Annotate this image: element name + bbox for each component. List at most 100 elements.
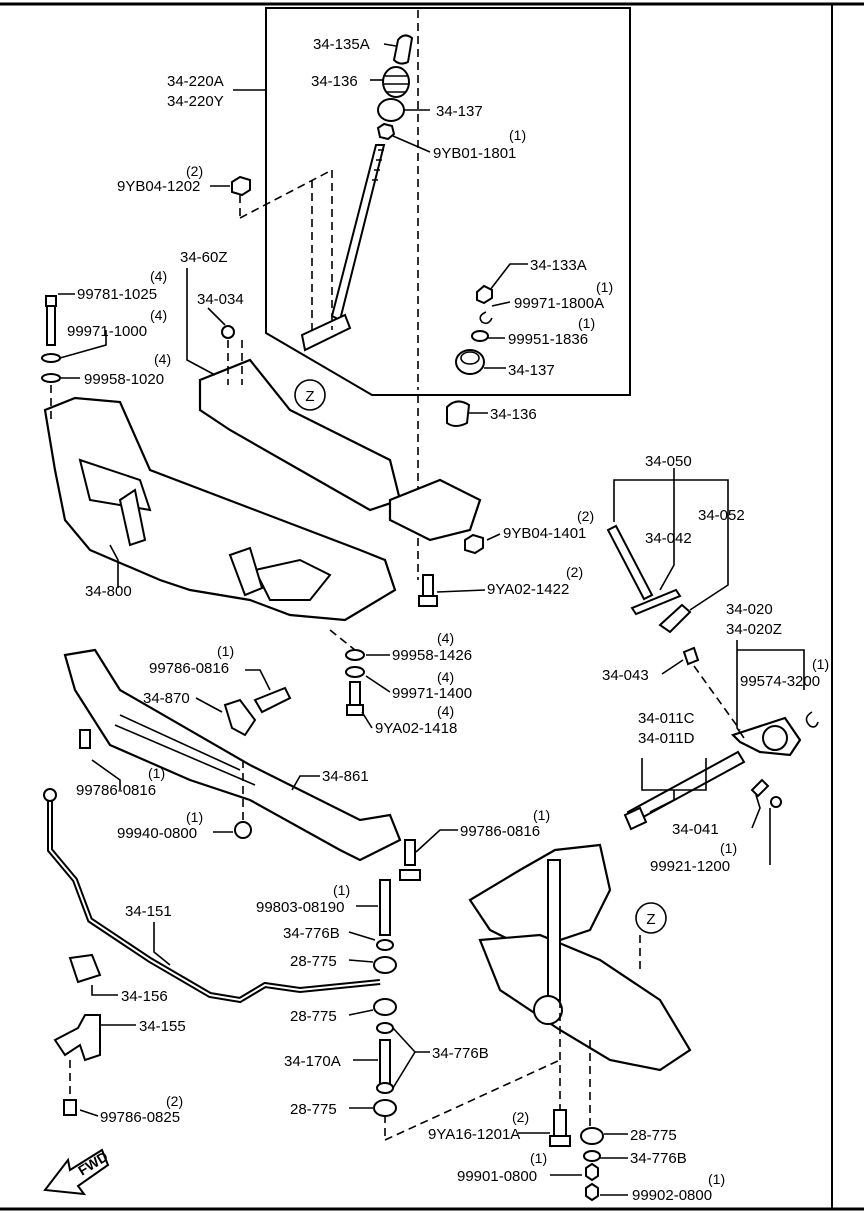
label-99786-0816b: 99786-0816 xyxy=(76,782,156,799)
shift-rod-assembly xyxy=(606,524,819,831)
shift-boot-lower-part xyxy=(446,400,471,427)
label-99921-1200: 99921-1200 xyxy=(650,858,730,875)
label-34-034: 34-034 xyxy=(197,291,244,308)
knuckle-body xyxy=(478,933,692,1072)
label-9yb04-1401: 9YB04-1401 xyxy=(503,525,586,542)
rear-crossmember-bracket xyxy=(198,358,402,512)
lower-crossmember-fasteners xyxy=(329,629,365,716)
nut-9yb04-1202-part xyxy=(231,175,251,197)
label-34-133a: 34-133A xyxy=(530,257,587,274)
label-9ya02-1418: 9YA02-1418 xyxy=(375,720,457,737)
label-99951-1836: 99951-1836 xyxy=(508,331,588,348)
svg-text:(1): (1) xyxy=(720,840,737,856)
stabilizer-bar-assembly xyxy=(43,788,381,1116)
label-34-043: 34-043 xyxy=(602,667,649,684)
label-9ya16-1201a: 9YA16-1201A xyxy=(428,1126,520,1143)
nut-9yb04-1401-part xyxy=(464,533,484,555)
label-34-041: 34-041 xyxy=(672,821,719,838)
label-34-011d: 34-011D xyxy=(638,730,695,747)
label-34-020z: 34-020Z xyxy=(726,621,782,638)
svg-text:(2): (2) xyxy=(186,163,203,179)
svg-text:(4): (4) xyxy=(437,669,454,685)
svg-text:(2): (2) xyxy=(512,1109,529,1125)
svg-text:(1): (1) xyxy=(578,315,595,331)
label-34-156: 34-156 xyxy=(121,988,168,1005)
svg-text:(1): (1) xyxy=(708,1171,725,1187)
svg-text:(1): (1) xyxy=(333,882,350,898)
bolt-9ya16-1201a-part xyxy=(553,1109,567,1139)
bolt-99786-0816b-part xyxy=(79,729,91,749)
label-34-170a: 34-170A xyxy=(284,1053,341,1070)
bushing-34-043-part xyxy=(682,646,700,666)
lever-nut-part xyxy=(376,122,396,141)
transmission-mount xyxy=(388,478,482,542)
svg-text:(1): (1) xyxy=(596,279,613,295)
svg-text:(4): (4) xyxy=(154,351,171,367)
label-34-020: 34-020 xyxy=(726,601,773,618)
lower-crossmember-34-861 xyxy=(63,648,402,862)
upper-control-arm xyxy=(468,843,612,947)
leader-lines xyxy=(58,43,805,1196)
label-34-136-top: 34-136 xyxy=(311,73,358,90)
label-99958-1020: 99958-1020 xyxy=(84,371,164,388)
fwd-arrow: FWD xyxy=(43,1148,111,1196)
label-99902-0800: 99902-0800 xyxy=(632,1187,712,1204)
label-99786-0816c: 99786-0816 xyxy=(460,823,540,840)
rod-34-042-part xyxy=(606,524,654,601)
label-34-861: 34-861 xyxy=(322,768,369,785)
crossmember-nut-part xyxy=(221,325,235,339)
zone-marker-bottom: Z xyxy=(635,902,667,934)
label-28-775-b: 28-775 xyxy=(290,1008,337,1025)
label-34-776b-c: 34-776B xyxy=(630,1150,687,1167)
label-34-052: 34-052 xyxy=(698,507,745,524)
shift-boot-upper-part xyxy=(382,66,410,98)
link-spacer-part xyxy=(379,1039,391,1086)
label-34-151: 34-151 xyxy=(125,903,172,920)
label-34-137-mid: 34-137 xyxy=(508,362,555,379)
label-99901-0800: 99901-0800 xyxy=(457,1168,537,1185)
label-34-800: 34-800 xyxy=(85,583,132,600)
shift-bushing-lower-part xyxy=(455,349,485,375)
shift-lever-rod xyxy=(330,144,386,322)
label-99786-0816a: 99786-0816 xyxy=(149,660,229,677)
label-99971-1400: 99971-1400 xyxy=(392,685,472,702)
svg-text:Z: Z xyxy=(646,911,655,928)
bracket-34-870 xyxy=(223,698,257,737)
label-34-60z: 34-60Z xyxy=(180,249,228,266)
pin-34-041-part xyxy=(750,778,770,798)
svg-text:(4): (4) xyxy=(437,630,454,646)
upper-arm-knuckle xyxy=(468,843,692,1202)
svg-text:Z: Z xyxy=(305,388,314,405)
shift-bushing-upper-part xyxy=(377,98,405,122)
label-99940-0800: 99940-0800 xyxy=(117,825,197,842)
label-28-775-d: 28-775 xyxy=(630,1127,677,1144)
label-34-155: 34-155 xyxy=(139,1018,186,1035)
link-bolt-part xyxy=(379,879,391,936)
washer-99921-1200-part xyxy=(770,796,782,808)
label-28-775-c: 28-775 xyxy=(290,1101,337,1118)
bolt-99786-0825-part xyxy=(63,1099,77,1116)
svg-text:(1): (1) xyxy=(217,643,234,659)
rod-end-34-052-part xyxy=(658,603,692,634)
bolt-99786-0816a-part xyxy=(253,686,292,714)
label-34-135a: 34-135A xyxy=(313,36,370,53)
label-9ya02-1422: 9YA02-1422 xyxy=(487,581,569,598)
zone-marker-top: Z xyxy=(294,379,326,411)
label-28-775-a: 28-775 xyxy=(290,953,337,970)
label-34-042: 34-042 xyxy=(645,530,692,547)
label-34-050: 34-050 xyxy=(645,453,692,470)
shift-lever-assembly xyxy=(239,10,493,580)
lever-base-plate xyxy=(300,313,352,352)
label-34-137-top: 34-137 xyxy=(436,103,483,120)
svg-text:(2): (2) xyxy=(577,508,594,524)
shift-rod-34-011 xyxy=(626,750,746,824)
label-34-011c: 34-011C xyxy=(638,710,695,727)
svg-text:(4): (4) xyxy=(437,703,454,719)
crossmember-fasteners xyxy=(41,295,61,420)
bracket-34-155-part xyxy=(53,1014,101,1062)
svg-text:(2): (2) xyxy=(166,1093,183,1109)
svg-text:(2): (2) xyxy=(566,564,583,580)
svg-text:(1): (1) xyxy=(186,809,203,825)
stabilizer-crossmember xyxy=(63,648,402,862)
label-9yb01-1801: 9YB01-1801 xyxy=(433,145,516,162)
